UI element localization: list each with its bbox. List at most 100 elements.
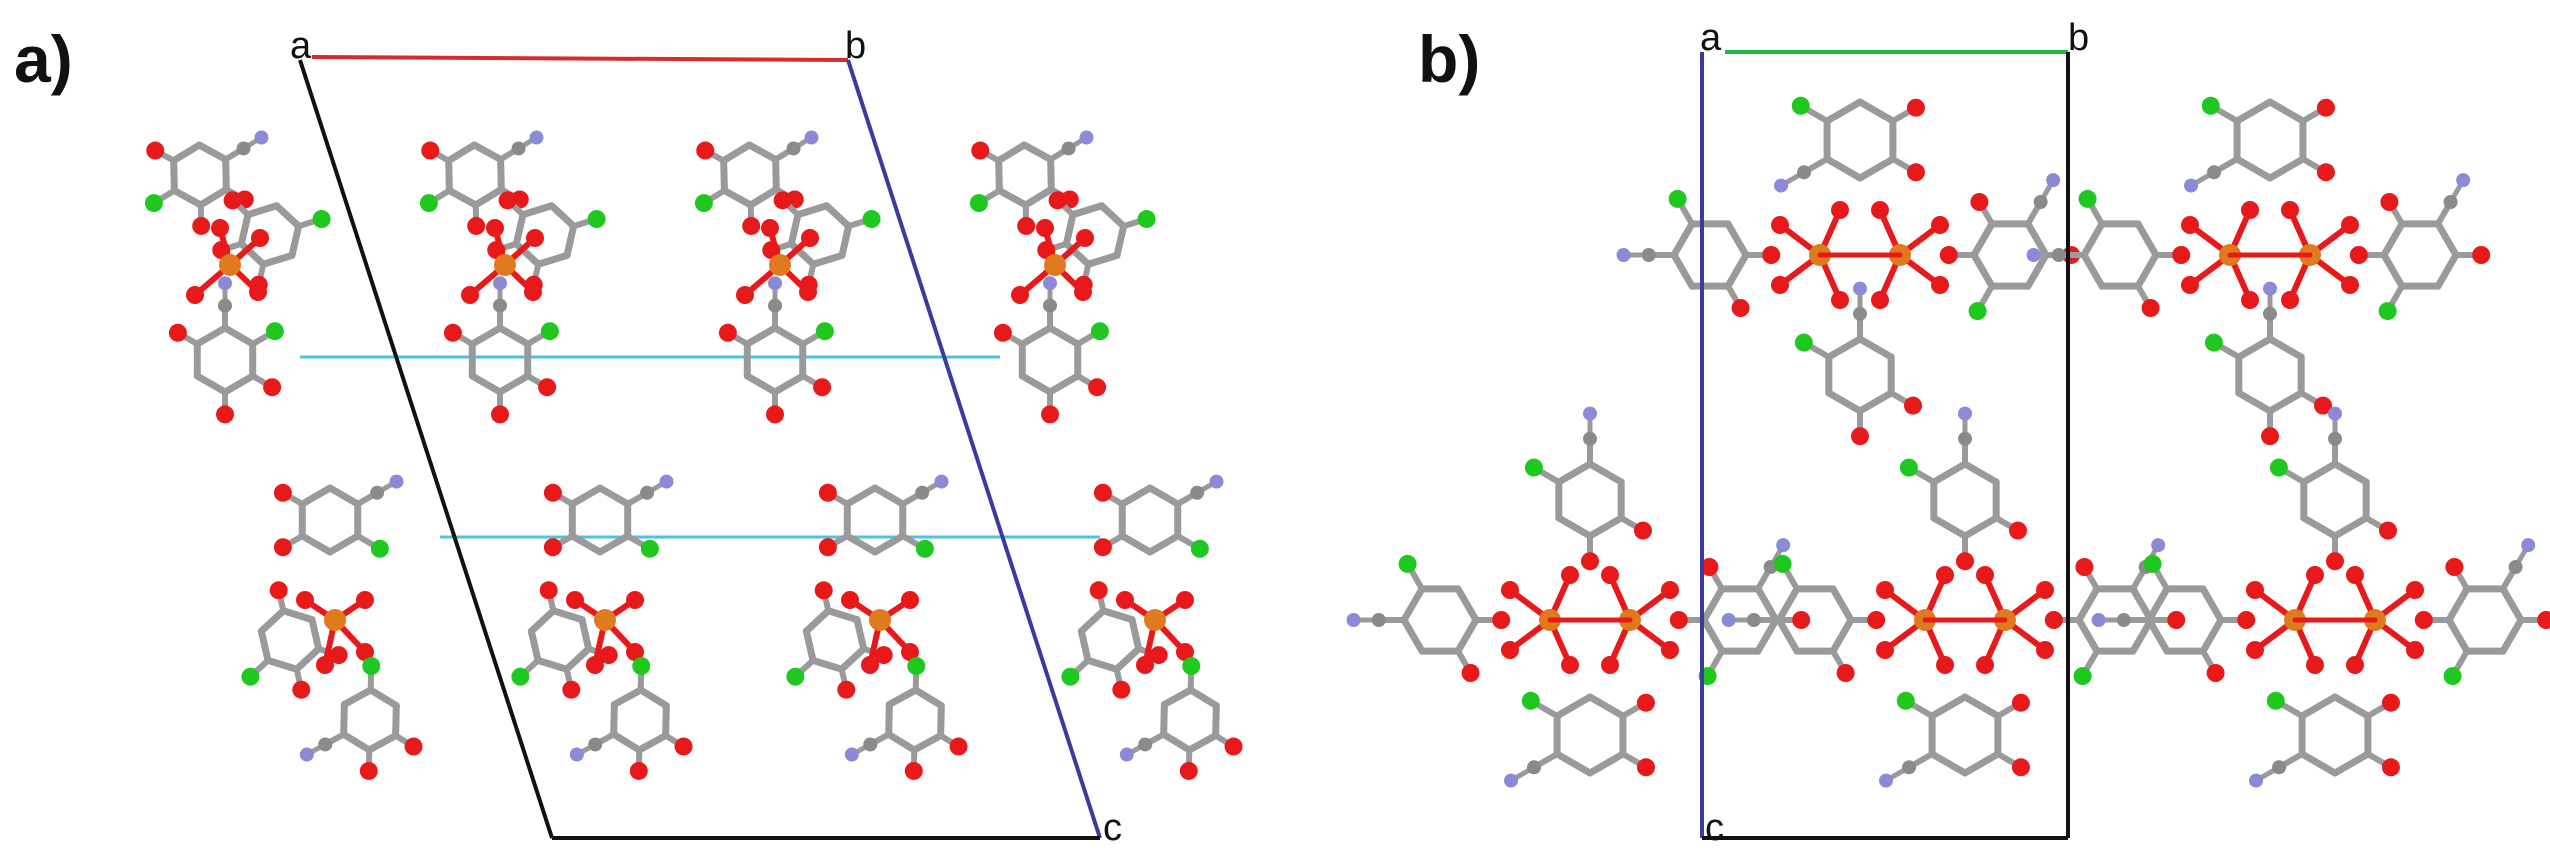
bond <box>809 251 846 268</box>
bond <box>2331 750 2372 777</box>
ring-fragment <box>1721 554 1886 683</box>
oxygen-atom <box>2009 521 2028 540</box>
nitrogen-atom <box>1504 773 1519 788</box>
oxygen-atom <box>359 761 378 780</box>
oxygen-atom <box>904 761 923 780</box>
bond <box>1018 372 1054 396</box>
ring-fragment <box>844 657 968 780</box>
nitrogen-atom <box>2046 173 2061 188</box>
ring-fragment <box>2269 406 2398 571</box>
oxygen-atom <box>742 216 761 235</box>
bond <box>2499 585 2525 624</box>
bond <box>170 141 203 165</box>
oxygen-atom <box>491 405 509 424</box>
nitrogen-atom <box>844 747 859 762</box>
bond <box>2134 251 2160 290</box>
panel-b-molecules <box>1346 96 2550 788</box>
oxygen-atom <box>2381 758 2400 777</box>
oxygen-atom <box>2379 521 2398 540</box>
chlorine-atom <box>2201 96 2220 115</box>
oxygen-atom <box>1731 299 1750 318</box>
oxygen-atom <box>801 229 819 247</box>
oxygen-atom <box>2346 566 2364 584</box>
chlorine-atom <box>362 657 381 676</box>
bond <box>1961 460 2000 486</box>
nitrogen-atom <box>1616 248 1631 262</box>
oxygen-atom <box>1501 641 1519 659</box>
ring-fragment <box>299 657 423 780</box>
oxygen-atom <box>1669 611 1688 629</box>
bond <box>298 532 334 556</box>
chlorine-atom <box>312 210 331 229</box>
chlorine-atom <box>1190 539 1209 558</box>
oxygen-atom <box>1931 216 1949 234</box>
oxygen-atom <box>1017 216 1036 235</box>
nitrogen-atom <box>299 747 314 762</box>
bond <box>264 656 301 673</box>
oxygen-atom <box>993 323 1012 342</box>
carbon-atom <box>1797 165 1812 180</box>
iron-center <box>736 219 819 304</box>
bond <box>794 202 831 219</box>
bond <box>1062 211 1077 248</box>
chlorine-atom <box>694 194 713 213</box>
bond <box>1823 98 1864 125</box>
ring-fragment <box>2091 554 2256 683</box>
ring-fragment <box>2026 189 2191 318</box>
bond <box>1160 700 1168 738</box>
bond <box>747 185 780 209</box>
oxygen-atom <box>2349 246 2368 264</box>
iron-center <box>1601 566 1679 674</box>
nitrogen-atom <box>2026 248 2041 262</box>
oxygen-atom <box>539 581 558 600</box>
bond <box>1829 616 1855 655</box>
oxygen-atom <box>861 656 879 674</box>
bond <box>1928 750 1969 777</box>
carbon-atom <box>2207 165 2222 180</box>
bond <box>1077 607 1107 635</box>
oxygen-atom <box>1636 693 1655 712</box>
bond <box>720 187 755 209</box>
bond <box>1069 202 1106 219</box>
bond <box>802 627 817 664</box>
ring-fragment <box>487 191 606 294</box>
bond <box>519 202 556 219</box>
bond <box>496 372 532 396</box>
bond <box>1961 514 2000 540</box>
bond <box>637 686 670 710</box>
nitrogen-atom <box>1853 281 1867 296</box>
ring-fragment <box>1879 691 2030 788</box>
bond <box>197 185 230 209</box>
ring-fragment <box>168 276 284 424</box>
oxygen-atom <box>2341 276 2359 294</box>
bond <box>871 484 907 508</box>
oxygen-atom <box>1876 581 1894 599</box>
oxygen-atom <box>1871 291 1889 309</box>
oxygen-atom <box>2261 427 2279 446</box>
oxygen-atom <box>1876 641 1894 659</box>
oxygen-atom <box>443 323 462 342</box>
bond <box>1856 335 1895 361</box>
oxygen-atom <box>1970 192 1989 211</box>
bond <box>257 607 287 635</box>
oxygen-atom <box>1601 566 1619 584</box>
iron-center <box>186 219 269 304</box>
nitrogen-atom <box>493 276 507 291</box>
bond <box>635 732 670 754</box>
oxygen-atom <box>1976 566 1994 584</box>
oxygen-atom <box>421 141 440 160</box>
carbon-atom <box>1902 760 1917 775</box>
bond <box>1586 750 1627 777</box>
oxygen-atom <box>2075 557 2094 576</box>
bond <box>1825 335 1864 361</box>
chlorine-atom <box>2204 333 2223 352</box>
iron-center <box>1871 201 1949 309</box>
bond <box>802 607 832 635</box>
bond <box>2235 335 2274 361</box>
oxygen-atom <box>2537 611 2550 629</box>
bond <box>1047 155 1055 193</box>
oxygen-atom <box>1561 566 1579 584</box>
bond <box>885 730 918 754</box>
chlorine-atom <box>915 539 934 558</box>
